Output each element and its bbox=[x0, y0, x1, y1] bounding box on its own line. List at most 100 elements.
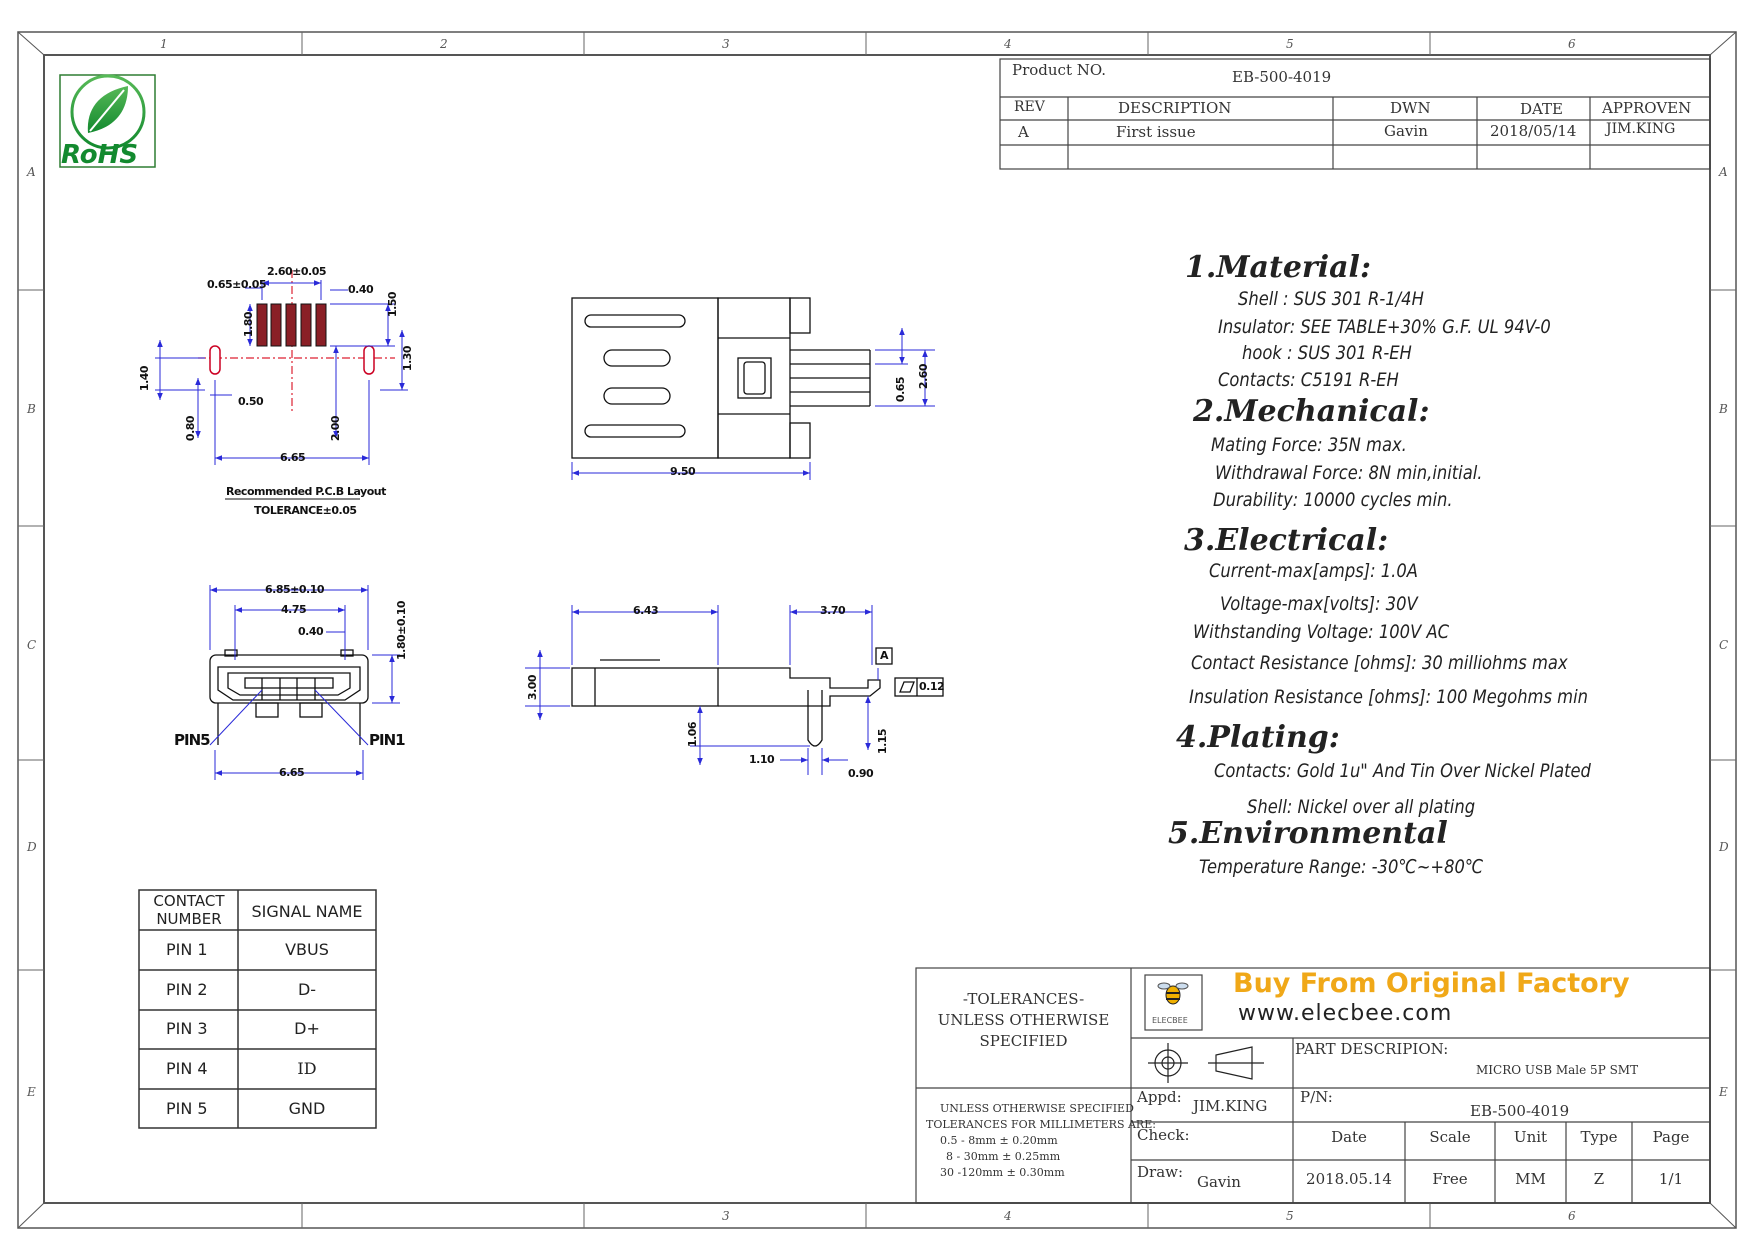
spec-heading-material: 1.Material: bbox=[1185, 250, 1372, 285]
meta-header-type: Type bbox=[1580, 1128, 1618, 1146]
tolerance-title-3: SPECIFIED bbox=[979, 1032, 1068, 1050]
meta-header-date: Date bbox=[1331, 1128, 1367, 1146]
rev-header-approven: APPROVEN bbox=[1602, 99, 1692, 117]
product-no-value: EB-500-4019 bbox=[1232, 68, 1332, 86]
pin-table-row-1-signal: VBUS bbox=[285, 940, 329, 959]
pcb-layout-caption: Recommended P.C.B Layout bbox=[226, 485, 386, 498]
spec-line: Current-max[amps]: 1.0A bbox=[1209, 560, 1418, 582]
zone-top-6: 6 bbox=[1568, 37, 1576, 51]
pin-table-grid bbox=[138, 889, 377, 1129]
pin-table-header-signal: SIGNAL NAME bbox=[251, 902, 363, 921]
spec-line: Temperature Range: -30℃~+80℃ bbox=[1199, 856, 1484, 878]
zone-left-a: A bbox=[27, 165, 36, 179]
spec-line: Contact Resistance [ohms]: 30 milliohms … bbox=[1191, 652, 1568, 674]
side-view-flatness: 0.12 bbox=[919, 680, 945, 693]
front-view-dim-475: 4.75 bbox=[281, 603, 307, 616]
spec-heading-plating: 4.Plating: bbox=[1176, 720, 1340, 755]
plug-top-view bbox=[571, 297, 935, 480]
spec-line: Insulation Resistance [ohms]: 100 Megohm… bbox=[1189, 686, 1588, 708]
spec-line: Withstanding Voltage: 100V AC bbox=[1193, 621, 1450, 643]
projection-symbol bbox=[1148, 1043, 1264, 1083]
zone-top-2: 2 bbox=[440, 37, 448, 51]
elecbee-logo-text: ELECBEE bbox=[1152, 1016, 1188, 1025]
pin-table-row-5-pin: PIN 5 bbox=[166, 1099, 208, 1118]
meta-value-type: Z bbox=[1593, 1170, 1605, 1188]
part-description-label: PART DESCRIPION: bbox=[1295, 1040, 1449, 1058]
sheet-border bbox=[17, 31, 1737, 1229]
meta-value-unit: MM bbox=[1515, 1170, 1546, 1188]
tolerance-line: 8 - 30mm ± 0.25mm bbox=[946, 1150, 1061, 1163]
pin-table-row-5-signal: GND bbox=[288, 1099, 326, 1118]
top-view-dim-950: 9.50 bbox=[670, 465, 696, 478]
pn-value: EB-500-4019 bbox=[1470, 1102, 1570, 1120]
zone-left-c: C bbox=[27, 638, 37, 652]
rev-header-description: DESCRIPTION bbox=[1118, 99, 1232, 117]
pcb-dim-pad-height: 1.80 bbox=[242, 311, 256, 338]
spec-line: Voltage-max[volts]: 30V bbox=[1220, 593, 1418, 615]
plug-side-view bbox=[525, 605, 944, 775]
rev-row-description: First issue bbox=[1116, 123, 1196, 141]
zone-right-c: C bbox=[1719, 638, 1729, 652]
meta-value-scale: Free bbox=[1432, 1170, 1468, 1188]
spec-line: Withdrawal Force: 8N min,initial. bbox=[1215, 462, 1483, 484]
title-block-grid bbox=[915, 967, 1711, 1204]
plug-front-view bbox=[209, 585, 400, 780]
pin-table-header-contact: CONTACT NUMBER bbox=[153, 892, 225, 928]
meta-header-scale: Scale bbox=[1429, 1128, 1471, 1146]
meta-value-date: 2018.05.14 bbox=[1306, 1170, 1392, 1188]
side-view-dim-115: 1.15 bbox=[876, 728, 890, 755]
rev-row-rev: A bbox=[1018, 123, 1029, 141]
pin-table-row-2-pin: PIN 2 bbox=[166, 980, 208, 999]
zone-right-d: D bbox=[1719, 840, 1729, 854]
meta-header-unit: Unit bbox=[1513, 1128, 1548, 1146]
appd-label: Appd: bbox=[1137, 1088, 1182, 1106]
front-view-dim-685: 6.85±0.10 bbox=[265, 583, 325, 596]
zone-ticks bbox=[18, 32, 1736, 1228]
brand-tagline: Buy From Original Factory bbox=[1233, 968, 1630, 999]
zone-left-d: D bbox=[27, 840, 37, 854]
spec-line: Mating Force: 35N max. bbox=[1211, 434, 1407, 456]
zone-bottom-3: 3 bbox=[722, 1209, 730, 1223]
tolerance-line: 30 -120mm ± 0.30mm bbox=[940, 1166, 1065, 1179]
pcb-dim-130: 1.30 bbox=[401, 345, 415, 372]
rev-header-rev: REV bbox=[1014, 99, 1045, 115]
zone-top-4: 4 bbox=[1004, 37, 1012, 51]
spec-line: Contacts: Gold 1u" And Tin Over Nickel P… bbox=[1214, 760, 1591, 782]
spec-line: hook : SUS 301 R-EH bbox=[1242, 342, 1412, 364]
draw-label: Draw: bbox=[1137, 1163, 1184, 1181]
pin-table-row-1-pin: PIN 1 bbox=[166, 940, 208, 959]
pcb-dim-span: 2.60±0.05 bbox=[267, 265, 327, 278]
rev-header-dwn: DWN bbox=[1390, 99, 1431, 117]
revision-table bbox=[999, 58, 1711, 170]
spec-heading-electrical: 3.Electrical: bbox=[1184, 523, 1389, 558]
zone-top-3: 3 bbox=[722, 37, 730, 51]
tolerance-line: 0.5 - 8mm ± 0.20mm bbox=[940, 1134, 1058, 1147]
pcb-dim-080: 0.80 bbox=[184, 415, 198, 442]
zone-bottom-6: 6 bbox=[1568, 1209, 1576, 1223]
zone-right-a: A bbox=[1719, 165, 1728, 179]
zone-bottom-5: 5 bbox=[1286, 1209, 1294, 1223]
appd-value: JIM.KING bbox=[1193, 1097, 1268, 1115]
rohs-logo-text: RoHS bbox=[61, 140, 139, 170]
front-view-dim-180: 1.80±0.10 bbox=[395, 601, 408, 660]
spec-line: Shell: Nickel over all plating bbox=[1247, 796, 1476, 818]
top-view-dim-260: 2.60 bbox=[917, 363, 931, 390]
spec-heading-environmental: 5.Environmental bbox=[1168, 816, 1448, 851]
side-view-dim-110: 1.10 bbox=[749, 753, 775, 766]
rev-header-date: DATE bbox=[1520, 100, 1563, 118]
part-description-value: MICRO USB Male 5P SMT bbox=[1476, 1063, 1639, 1077]
spec-line: Insulator: SEE TABLE+30% G.F. UL 94V-0 bbox=[1218, 316, 1551, 338]
zone-left-b: B bbox=[27, 402, 36, 416]
side-view-dim-300: 3.00 bbox=[526, 674, 540, 701]
spec-line: Shell : SUS 301 R-1/4H bbox=[1238, 288, 1424, 310]
spec-line: Contacts: C5191 R-EH bbox=[1218, 369, 1399, 391]
side-view-dim-090: 0.90 bbox=[848, 767, 874, 780]
draw-value: Gavin bbox=[1197, 1173, 1241, 1191]
pcb-dim-665: 6.65 bbox=[280, 451, 306, 464]
front-view-pin5-label: PIN5 bbox=[174, 731, 211, 749]
pcb-dim-pad-width: 0.40 bbox=[348, 283, 374, 296]
pin-table-row-4-pin: PIN 4 bbox=[166, 1059, 208, 1078]
rev-row-dwn: Gavin bbox=[1384, 122, 1428, 140]
pin-table-row-4-signal: ID bbox=[297, 1059, 317, 1078]
